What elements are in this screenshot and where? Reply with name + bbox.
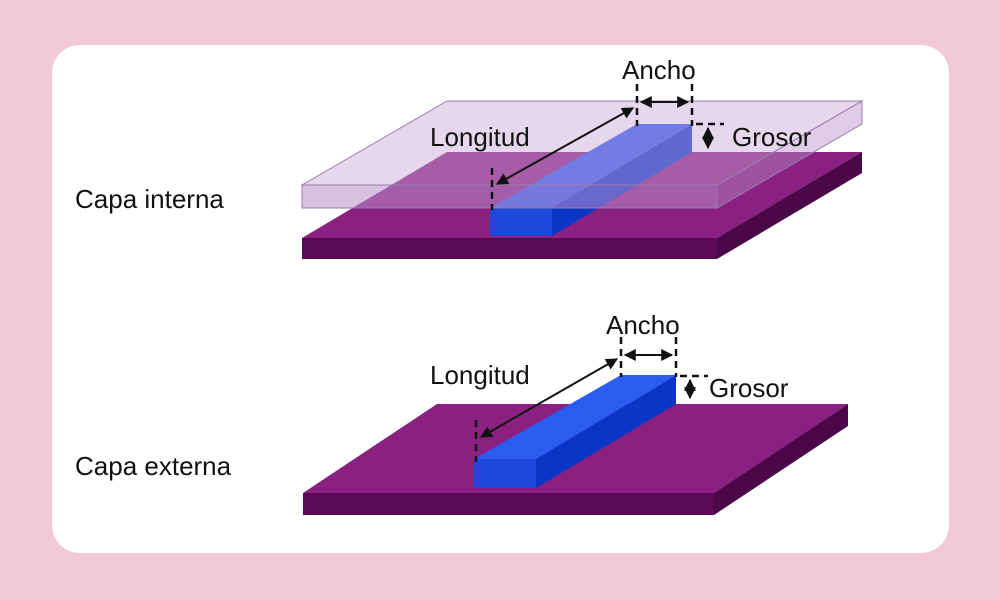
inner-dielectric-front bbox=[301, 184, 718, 209]
inner-trace-front bbox=[490, 208, 552, 236]
inner-length-label: Longitud bbox=[430, 122, 530, 152]
inner-thickness-label: Grosor bbox=[732, 122, 812, 152]
outer-layer-label: Capa externa bbox=[75, 451, 232, 481]
outer-substrate-front bbox=[303, 493, 714, 515]
outer-trace-front bbox=[474, 459, 536, 488]
inner-layer-label: Capa interna bbox=[75, 184, 224, 214]
outer-length-arrow bbox=[479, 358, 619, 438]
outer-length-label: Longitud bbox=[430, 360, 530, 390]
outer-layer bbox=[303, 337, 848, 515]
outer-thickness-label: Grosor bbox=[709, 373, 789, 403]
inner-length-arrow bbox=[495, 107, 635, 185]
inner-width-label: Ancho bbox=[622, 55, 696, 85]
outer-substrate-side bbox=[714, 404, 848, 515]
inner-dielectric-side bbox=[716, 100, 863, 209]
outer-width-label: Ancho bbox=[606, 310, 680, 340]
inner-substrate-front bbox=[302, 238, 717, 259]
inner-substrate-side bbox=[717, 152, 862, 259]
inner-layer bbox=[300, 84, 864, 259]
